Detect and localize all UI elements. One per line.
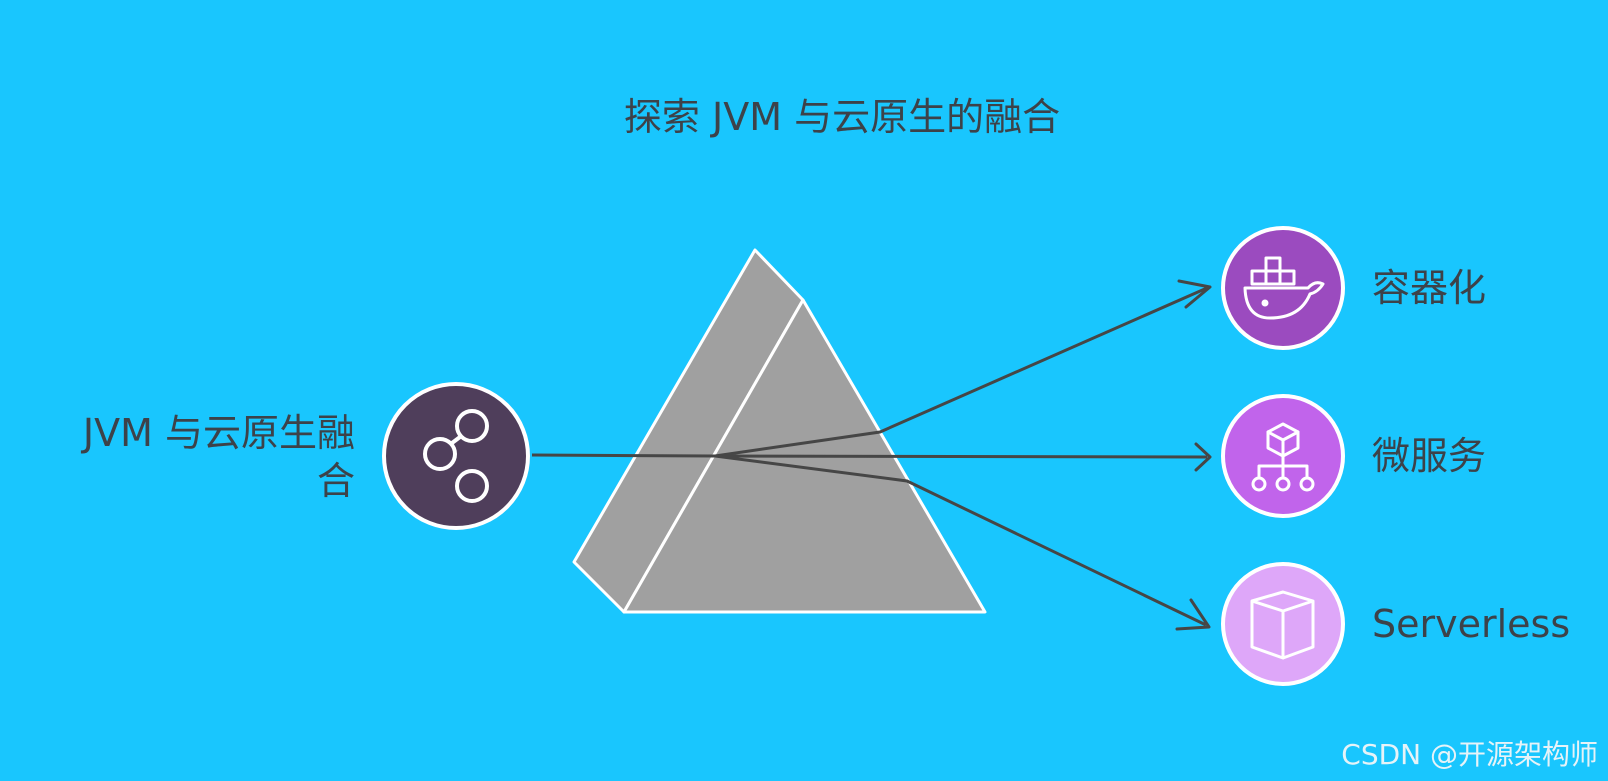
prism bbox=[572, 248, 987, 614]
beam-lines bbox=[531, 286, 1208, 627]
box-icon bbox=[1250, 590, 1315, 660]
microservice-icon bbox=[1251, 422, 1315, 492]
containerization-label: 容器化 bbox=[1372, 266, 1486, 310]
arrowhead-serverless bbox=[1175, 598, 1211, 631]
output-node-containerization: 容器化 bbox=[1221, 226, 1486, 350]
beam-to-serverless bbox=[714, 454, 1207, 627]
output-node-serverless: Serverless bbox=[1221, 562, 1570, 686]
beam-to-containerization bbox=[714, 286, 1208, 458]
beam-to-microservices bbox=[714, 454, 1208, 459]
source-node: JVM 与云原生融 合 bbox=[81, 382, 530, 530]
diagram-title: 探索 JVM 与云原生的融合 bbox=[624, 95, 1060, 139]
beam-input bbox=[531, 453, 716, 458]
source-label-line1: JVM 与云原生融 bbox=[81, 411, 355, 455]
serverless-label: Serverless bbox=[1372, 602, 1570, 646]
link-icon bbox=[423, 409, 489, 503]
watermark: CSDN @开源架构师 bbox=[1341, 738, 1598, 771]
arrowheads bbox=[1175, 279, 1212, 631]
docker-icon bbox=[1243, 256, 1325, 320]
source-label-line2: 合 bbox=[317, 459, 355, 503]
arrowhead-microservices bbox=[1194, 442, 1212, 472]
output-node-microservices: 微服务 bbox=[1221, 394, 1486, 518]
arrowhead-containerization bbox=[1177, 279, 1212, 309]
microservices-label: 微服务 bbox=[1372, 434, 1486, 478]
